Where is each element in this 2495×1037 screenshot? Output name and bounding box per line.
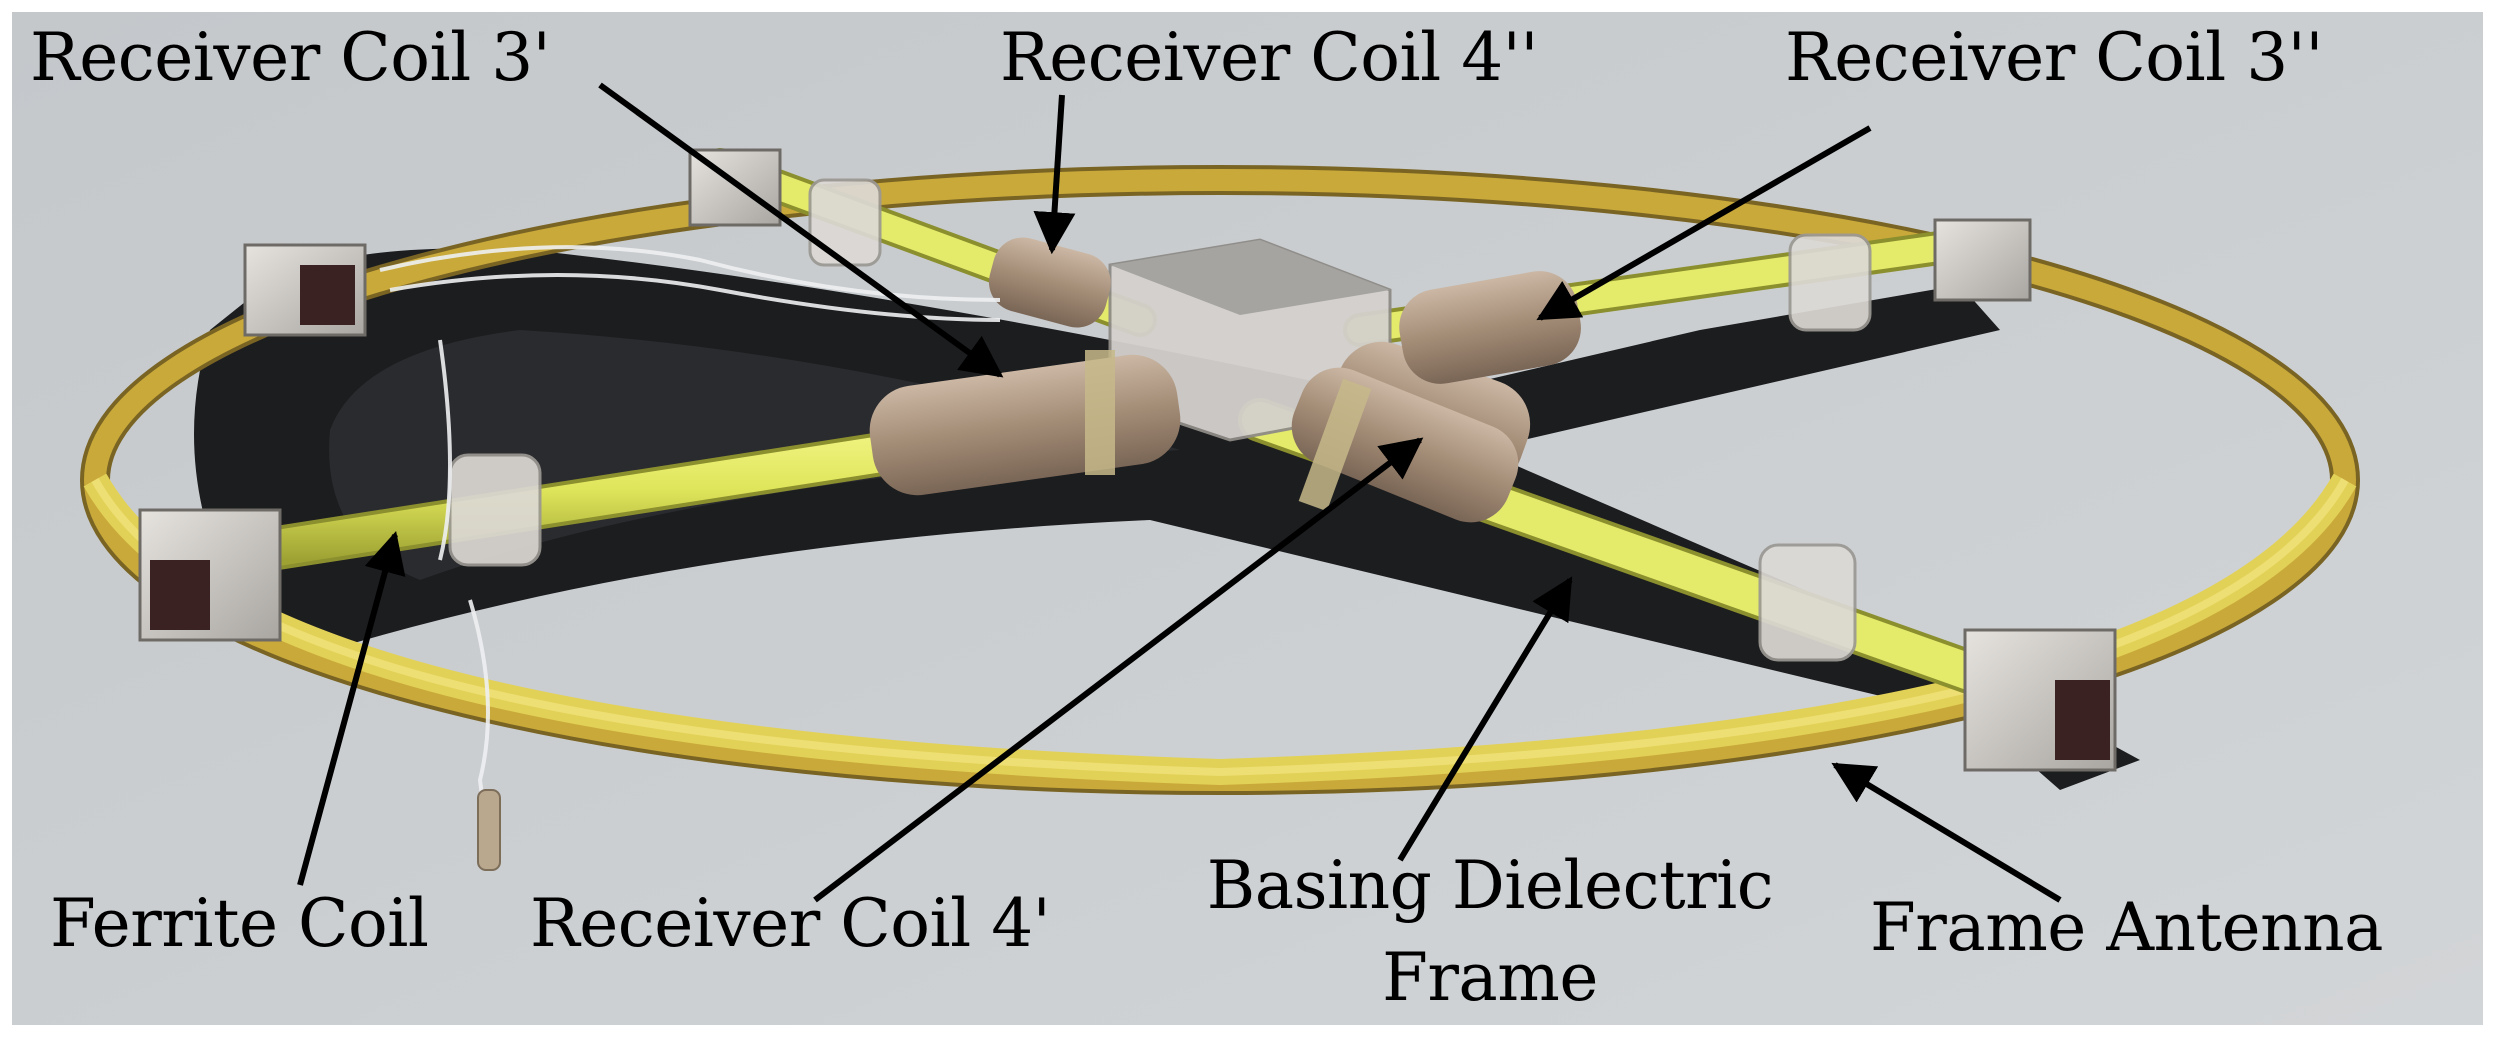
rod-holders [448,178,1872,662]
arrow-receiver-coil-4-prime [813,437,1424,903]
corner-blocks [138,148,2117,772]
arrow-receiver-coil-3-double [1536,125,1872,321]
arrow-receiver-coil-3-prime [598,82,1004,378]
wire-connector [477,789,501,871]
label-basing-dielectric-frame-line2: Frame [1382,939,1598,1016]
label-receiver-coil-3-double: Receiver Coil 3'' [1785,19,2323,96]
label-ferrite-coil: Ferrite Coil [50,885,429,962]
receiver-coils [869,237,1581,523]
callout-arrows [297,82,2062,903]
arrow-receiver-coil-4-double [1033,94,1076,255]
arrow-basing-dielectric-frame [1397,576,1573,862]
label-frame-antenna: Frame Antenna [1870,889,2383,966]
arrow-ferrite-coil [297,530,406,886]
label-basing-dielectric-frame-line1: Basing Dielectric [1206,847,1774,924]
label-receiver-coil-4-double: Receiver Coil 4'' [1000,19,1538,96]
arrow-frame-antenna [1831,762,2062,903]
label-receiver-coil-4-prime: Receiver Coil 4' [530,885,1051,962]
label-receiver-coil-3-prime: Receiver Coil 3' [30,19,551,96]
